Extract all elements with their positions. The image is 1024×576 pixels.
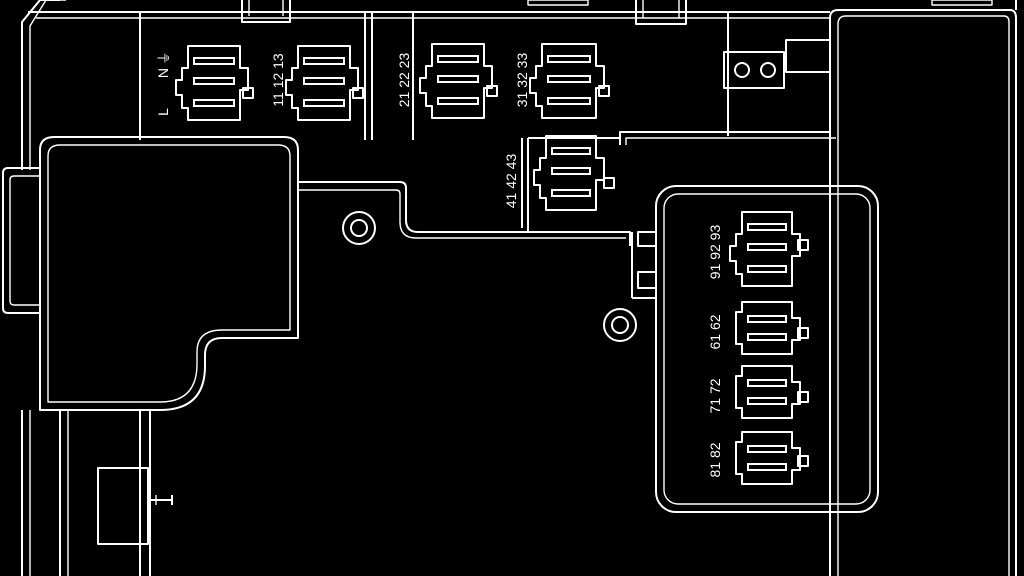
terminal-pin-11	[303, 57, 345, 65]
terminal-pin-12	[303, 77, 345, 85]
connector-group-7	[735, 365, 809, 419]
connector-power	[175, 45, 254, 121]
bottom-connector	[59, 410, 173, 576]
left-cover	[39, 136, 299, 411]
terminal-labels: L N ⏚ 11 12 13 21 22 23 31 32 33 41 42 4…	[155, 51, 723, 478]
label-group-4: 41 42 43	[503, 154, 519, 209]
label-group-3: 31 32 33	[514, 53, 530, 108]
terminal-pin-n	[193, 77, 235, 85]
terminal-pin-31	[547, 55, 591, 63]
connector-group-9	[729, 211, 809, 287]
terminal-pin-22	[437, 75, 479, 83]
terminal-pin-41	[551, 147, 591, 155]
screw-hole-upper	[342, 211, 376, 245]
label-group-7: 71 72	[707, 378, 723, 413]
right-subpanel	[655, 185, 879, 513]
label-group-9: 91 92 93	[707, 225, 723, 280]
connector-group-6	[735, 301, 809, 355]
terminal-pin-21	[437, 55, 479, 63]
connector-group-1	[285, 45, 364, 121]
screw-hole-lower	[603, 308, 637, 342]
label-group-6: 61 62	[707, 314, 723, 349]
side-clip	[2, 167, 40, 314]
terminal-pin-71	[747, 379, 787, 387]
terminal-pin-42	[551, 167, 591, 175]
label-group-1: 11 12 13	[270, 53, 286, 107]
connector-group-4	[533, 135, 615, 211]
terminal-pin-81	[747, 445, 787, 453]
ground-icon: ⏚	[156, 51, 172, 65]
label-n: N	[155, 68, 171, 78]
terminal-pin-43	[551, 189, 591, 197]
label-group-2: 21 22 23	[396, 53, 412, 108]
terminal-pin-l	[193, 57, 235, 65]
terminal-pin-93	[747, 265, 787, 273]
terminal-pin-61	[747, 315, 787, 323]
terminal-pin-72	[747, 397, 787, 405]
connector-group-2	[419, 43, 498, 119]
terminal-pin-33	[547, 97, 591, 105]
terminal-pin-92	[747, 243, 787, 251]
pilot-terminal	[723, 39, 831, 89]
terminal-pin-32	[547, 75, 591, 83]
terminal-pin-62	[747, 333, 787, 341]
terminal-pin-91	[747, 223, 787, 231]
upper-panel	[28, 11, 836, 145]
internal-channel	[298, 137, 631, 246]
right-step	[631, 231, 657, 299]
terminal-pin-82	[747, 463, 787, 471]
terminal-pin-ground	[193, 99, 235, 107]
connector-group-3	[529, 43, 610, 119]
connector-group-8	[735, 431, 809, 485]
terminal-pin-13	[303, 99, 345, 107]
label-l: L	[155, 108, 171, 116]
terminal-pin-23	[437, 97, 479, 105]
label-group-8: 81 82	[707, 442, 723, 477]
